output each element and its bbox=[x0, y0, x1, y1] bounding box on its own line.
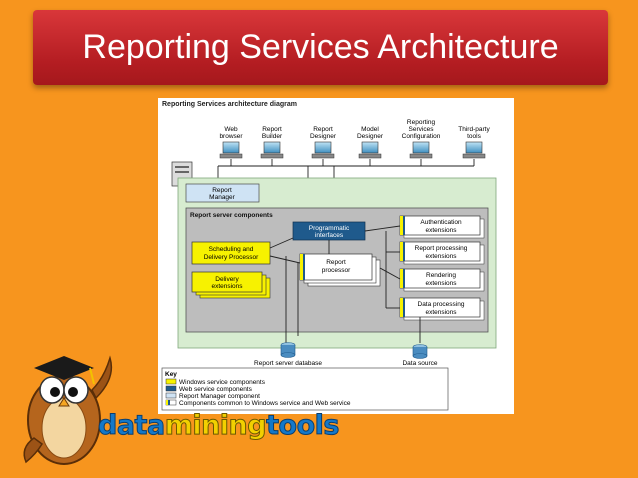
client-web-browser: Web browser bbox=[219, 126, 243, 159]
computer-icon bbox=[462, 141, 486, 159]
database-label: Report server database bbox=[254, 360, 322, 367]
key-item-label: Report Manager component bbox=[179, 393, 260, 400]
scheduling-delivery-processor-box: Scheduling and Delivery Processor bbox=[191, 241, 271, 265]
client-label-1: Model bbox=[361, 126, 379, 133]
extension-label-1: Report processing bbox=[415, 245, 468, 252]
report-manager-label-2: Manager bbox=[209, 194, 235, 201]
data-processing-extensions-box: Data processing extensions bbox=[399, 297, 485, 321]
data-source-icon bbox=[412, 344, 428, 359]
key-item-label: Web service components bbox=[179, 386, 253, 393]
data-source-label: Data source bbox=[402, 360, 437, 367]
logo-part-tools: tools bbox=[266, 410, 340, 442]
client-reporting-services-configuration: Reporting Services Configuration bbox=[402, 119, 441, 159]
key-title: Key bbox=[165, 371, 177, 378]
logo-part-mining: mining bbox=[164, 410, 267, 442]
key-swatch-windows-service bbox=[165, 378, 177, 385]
diagram-caption: Reporting Services architecture diagram bbox=[162, 101, 297, 108]
report-processing-extensions-box: Report processing extensions bbox=[399, 241, 485, 265]
extension-label-2: extensions bbox=[425, 227, 457, 234]
database-icon bbox=[280, 342, 296, 358]
computer-icon bbox=[219, 141, 243, 159]
client-third-party-tools: Third-party tools bbox=[458, 126, 490, 159]
client-label-0: Reporting bbox=[407, 119, 436, 126]
programmatic-interfaces-box: Programmatic interfaces bbox=[292, 221, 366, 241]
internal-connectors bbox=[269, 225, 421, 343]
client-label-2: browser bbox=[219, 133, 243, 140]
programmatic-label-2: interfaces bbox=[315, 232, 344, 239]
extension-label-2: extensions bbox=[425, 309, 457, 316]
logo-part-data: data bbox=[98, 410, 166, 442]
client-label-1: Third-party bbox=[458, 126, 490, 133]
key-swatch-web-service bbox=[165, 385, 177, 392]
client-label-2: Configuration bbox=[402, 133, 441, 140]
extension-label-2: extensions bbox=[425, 280, 457, 287]
extension-label-2: extensions bbox=[425, 253, 457, 260]
key-item-label: Components common to Windows service and… bbox=[179, 400, 351, 407]
report-processor-label-2: processor bbox=[322, 267, 351, 274]
client-label-1: Services bbox=[409, 126, 435, 133]
authentication-extensions-box: Authentication extensions bbox=[399, 215, 485, 239]
key-swatch-report-manager bbox=[165, 392, 177, 399]
extension-label-1: Rendering bbox=[426, 272, 456, 279]
diagram-key: Key Windows service components Web servi… bbox=[161, 367, 449, 411]
extension-label-1: Data processing bbox=[418, 301, 465, 308]
client-model-designer: Model Designer bbox=[357, 126, 384, 159]
client-label-2: Designer bbox=[310, 133, 337, 140]
slide-title: Reporting Services Architecture bbox=[82, 28, 559, 66]
client-label-1: Web bbox=[224, 126, 238, 133]
client-label-2: Designer bbox=[357, 133, 384, 140]
computer-icon bbox=[409, 141, 433, 159]
computer-icon bbox=[260, 141, 284, 159]
key-item-label: Windows service components bbox=[179, 379, 266, 386]
rendering-extensions-box: Rendering extensions bbox=[399, 268, 485, 292]
logo-wordmark: dataminingtools bbox=[98, 410, 340, 442]
scheduling-label-2: Delivery Processor bbox=[204, 254, 259, 261]
report-processor-label-1: Report bbox=[326, 259, 346, 266]
computer-icon bbox=[358, 141, 382, 159]
server-components-label: Report server components bbox=[190, 212, 273, 219]
extension-label-1: Authentication bbox=[420, 219, 462, 226]
report-manager-box: Report Manager bbox=[185, 183, 260, 203]
client-label-1: Report bbox=[313, 126, 333, 133]
delivery-label-2: extensions bbox=[211, 283, 243, 290]
client-label-2: tools bbox=[467, 133, 481, 140]
report-processor-box: Report processor bbox=[299, 253, 381, 287]
client-label-1: Report bbox=[262, 126, 282, 133]
computer-icon bbox=[311, 141, 335, 159]
architecture-diagram: Reporting Services architecture diagram … bbox=[158, 98, 514, 414]
delivery-extensions-box: Delivery extensions bbox=[191, 271, 271, 299]
client-report-builder: Report Builder bbox=[260, 126, 284, 159]
client-report-designer: Report Designer bbox=[310, 126, 337, 159]
report-manager-label-1: Report bbox=[212, 187, 232, 194]
datamining-tools-logo: dataminingtools bbox=[12, 328, 342, 473]
programmatic-label-1: Programmatic bbox=[309, 225, 350, 232]
client-label-2: Builder bbox=[262, 133, 283, 140]
owl-mascot-icon bbox=[23, 355, 113, 465]
scheduling-label-1: Scheduling and bbox=[209, 246, 254, 253]
slide-title-bar: Reporting Services Architecture bbox=[33, 10, 608, 85]
delivery-label-1: Delivery bbox=[215, 276, 239, 283]
